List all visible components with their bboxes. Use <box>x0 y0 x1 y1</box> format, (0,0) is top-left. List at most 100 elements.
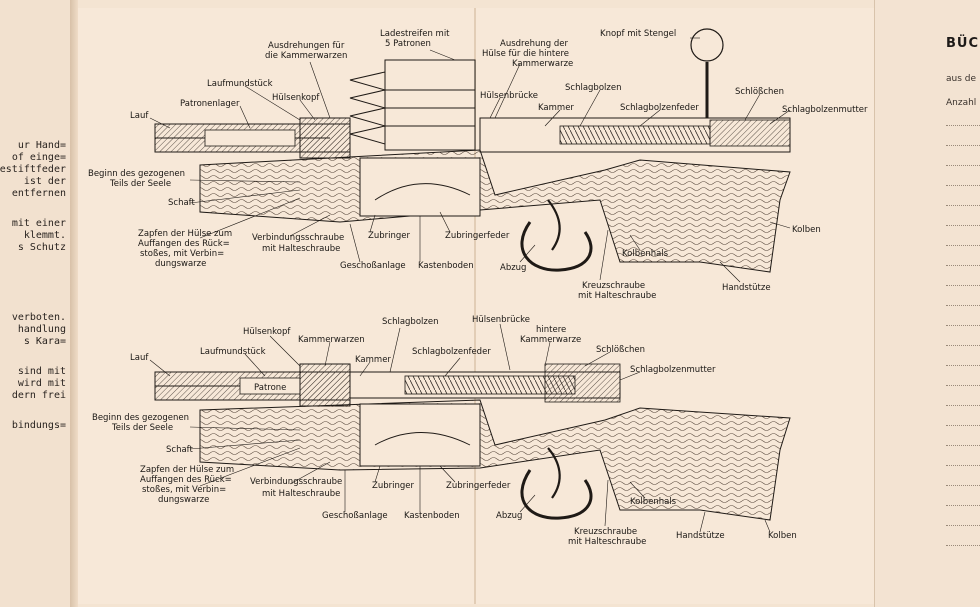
label-zapfen: Zapfen der Hülse zum <box>140 465 235 475</box>
label-zapfen: stoßes, mit Verbin= <box>142 485 227 495</box>
label-kolben: Kolben <box>792 225 821 235</box>
label-verbindungsschraube: mit Halteschraube <box>262 489 341 499</box>
label-kammerwarzen: Kammerwarzen <box>298 335 365 345</box>
receiver-ring-bottom <box>299 363 351 407</box>
stock-bottom <box>199 399 791 521</box>
cocking-piece-top <box>709 119 791 147</box>
label-zapfen: dungswarze <box>155 259 207 269</box>
dotted-line <box>946 505 980 506</box>
dotted-line <box>946 345 980 346</box>
label-zapfen: stoßes, mit Verbin= <box>140 249 225 259</box>
label-schlagbolzenmutter: Schlagbolzenmutter <box>630 365 716 375</box>
stripper-clip <box>349 59 476 151</box>
label-zubringerfeder: Zubringerfeder <box>445 231 510 241</box>
label-zapfen: Auffangen des Rück= <box>140 475 232 485</box>
label-kreuzschraube: mit Halteschraube <box>568 537 647 547</box>
dotted-line <box>946 525 980 526</box>
stock-top <box>199 149 791 273</box>
label-zapfen: Auffangen des Rück= <box>138 239 230 249</box>
dotted-line <box>946 145 980 146</box>
dotted-line <box>946 165 980 166</box>
label-kolbenhals: Kolbenhals <box>630 497 677 507</box>
label-ausdrehung-huelse: Ausdrehung der <box>500 39 568 49</box>
label-huelsenbruecke: Hülsenbrücke <box>480 91 538 101</box>
leader-lines-bottom <box>149 323 771 533</box>
label-schlagbolzenmutter: Schlagbolzenmutter <box>782 105 868 115</box>
dotted-line <box>946 245 980 246</box>
left-text-line: s Kara= <box>23 336 66 347</box>
label-knopf: Knopf mit Stengel <box>600 29 677 39</box>
label-hintere: hintere <box>536 325 567 335</box>
label-patrone: Patrone <box>254 383 287 393</box>
label-schlagbolzen: Schlagbolzen <box>382 317 439 327</box>
bolt-knob <box>690 28 724 62</box>
label-verbindungsschraube: Verbindungsschraube <box>252 233 345 243</box>
left-text-line: s Schutz <box>17 242 66 253</box>
dotted-line <box>946 445 980 446</box>
page-spine <box>70 0 78 607</box>
label-huelsenbruecke: Hülsenbrücke <box>472 315 530 325</box>
label-ausdrehung-huelse: Kammerwarze <box>512 59 574 69</box>
leader-lines-top <box>149 37 791 283</box>
label-laufmundstueck: Laufmundstück <box>200 347 266 357</box>
label-zubringerfeder: Zubringerfeder <box>446 481 511 491</box>
label-schloesschen: Schlößchen <box>596 345 646 355</box>
label-geschossanlage: Geschoßanlage <box>322 511 388 521</box>
left-text-line: ur Hand= <box>17 140 66 151</box>
rifle-bottom <box>154 363 791 521</box>
label-patronenlager: Patronenlager <box>180 99 240 109</box>
label-kammer: Kammer <box>355 355 391 365</box>
left-text-line: ist der <box>23 176 66 187</box>
dotted-line <box>946 405 980 406</box>
label-verbindungsschraube: Verbindungsschraube <box>250 477 343 487</box>
dotted-line <box>946 425 980 426</box>
label-ausdrehungen: Ausdrehungen für <box>268 41 345 51</box>
dotted-line <box>946 545 980 546</box>
label-zubringer: Zubringer <box>368 231 410 241</box>
label-kastenboden: Kastenboden <box>404 511 460 521</box>
follower-spring-top <box>374 183 471 201</box>
chamber-top <box>204 129 296 147</box>
dotted-line <box>946 325 980 326</box>
label-abzug: Abzug <box>500 263 527 273</box>
label-kolbenhals: Kolbenhals <box>622 249 669 259</box>
left-text-line: bindungs= <box>11 420 66 431</box>
label-hintere: Kammerwarze <box>520 335 582 345</box>
label-zubringer: Zubringer <box>372 481 414 491</box>
cocking-piece-bottom <box>544 363 621 403</box>
label-schlagbolzenfeder: Schlagbolzenfeder <box>620 103 699 113</box>
left-text-line: handlung <box>17 324 66 335</box>
label-beginn: Teils der Seele <box>110 179 172 189</box>
label-kolben: Kolben <box>768 531 797 541</box>
label-kammer: Kammer <box>538 103 574 113</box>
dotted-line <box>946 285 980 286</box>
label-kreuzschraube: Kreuzschraube <box>574 527 638 537</box>
left-text-line: mit einer <box>11 218 66 229</box>
dotted-line <box>946 465 980 466</box>
magazine-bottom <box>359 403 481 467</box>
label-laufmundstueck: Laufmundstück <box>207 79 273 89</box>
follower-spring-bottom <box>374 432 471 446</box>
center-fold <box>474 8 476 604</box>
label-lauf: Lauf <box>130 353 149 363</box>
right-page-text: Anzahl <box>946 98 977 108</box>
label-verbindungsschraube: mit Halteschraube <box>262 244 341 254</box>
trigger-top <box>547 199 561 251</box>
label-huelsenkopf: Hülsenkopf <box>243 327 291 337</box>
label-huelsenkopf: Hülsenkopf <box>272 93 320 103</box>
label-ausdrehung-huelse: Hülse für die hintere <box>482 49 570 59</box>
dotted-line <box>946 265 980 266</box>
dotted-line <box>946 305 980 306</box>
left-text-line: verboten. <box>11 312 66 323</box>
dotted-line <box>946 185 980 186</box>
dotted-line <box>946 205 980 206</box>
label-kreuzschraube: Kreuzschraube <box>582 281 646 291</box>
label-ausdrehungen: die Kammerwarzen <box>265 51 348 61</box>
label-zapfen: dungswarze <box>158 495 210 505</box>
label-lauf: Lauf <box>130 111 149 121</box>
label-schlagbolzen: Schlagbolzen <box>565 83 622 93</box>
label-beginn: Beginn des gezogenen <box>92 413 189 423</box>
right-page-title: BÜCH <box>946 36 980 51</box>
